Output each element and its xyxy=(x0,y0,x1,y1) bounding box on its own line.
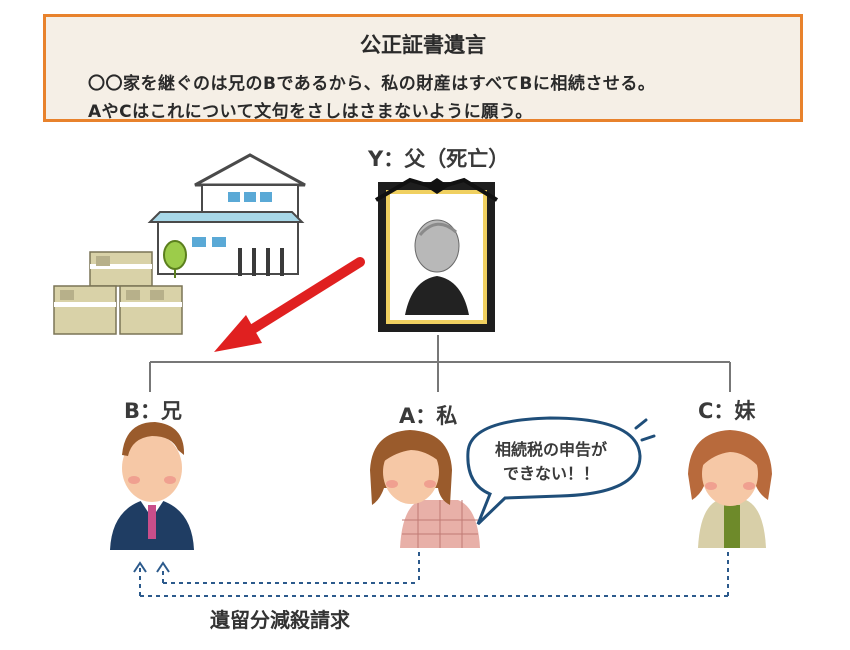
will-title: 公正証書遺言 xyxy=(360,33,486,57)
speech-line-2: できない！！ xyxy=(502,464,599,483)
speech-bubble-text: 相続税の申告が できない！！ xyxy=(471,438,631,486)
person-c-avatar xyxy=(688,430,772,548)
speech-line-1: 相続税の申告が xyxy=(494,440,607,459)
memorial-portrait xyxy=(374,177,499,332)
house-icon xyxy=(147,153,306,278)
person-b-label: B：兄 xyxy=(124,399,183,423)
money-stacks-icon xyxy=(53,251,183,335)
person-a-avatar xyxy=(370,430,480,548)
speech-bubble xyxy=(466,416,656,526)
claim-arrowheads xyxy=(133,561,170,573)
person-c-label: C：妹 xyxy=(698,399,756,423)
will-line-1: 〇〇家を継ぐのは兄のBであるから、私の財産はすべてBに相続させる。 xyxy=(88,74,656,94)
father-label: Y：父（死亡） xyxy=(368,147,510,171)
claim-label: 遺留分減殺請求 xyxy=(210,608,350,632)
claim-lines xyxy=(139,552,729,597)
will-line-2: AやCはこれについて文句をさしはさまないように願う。 xyxy=(88,102,533,122)
inheritance-arrow xyxy=(214,257,365,352)
will-box: 公正証書遺言 〇〇家を継ぐのは兄のBであるから、私の財産はすべてBに相続させる。… xyxy=(43,14,803,122)
person-b-avatar xyxy=(110,422,194,550)
person-a-label: A：私 xyxy=(399,404,458,428)
family-tree-lines xyxy=(149,335,731,392)
